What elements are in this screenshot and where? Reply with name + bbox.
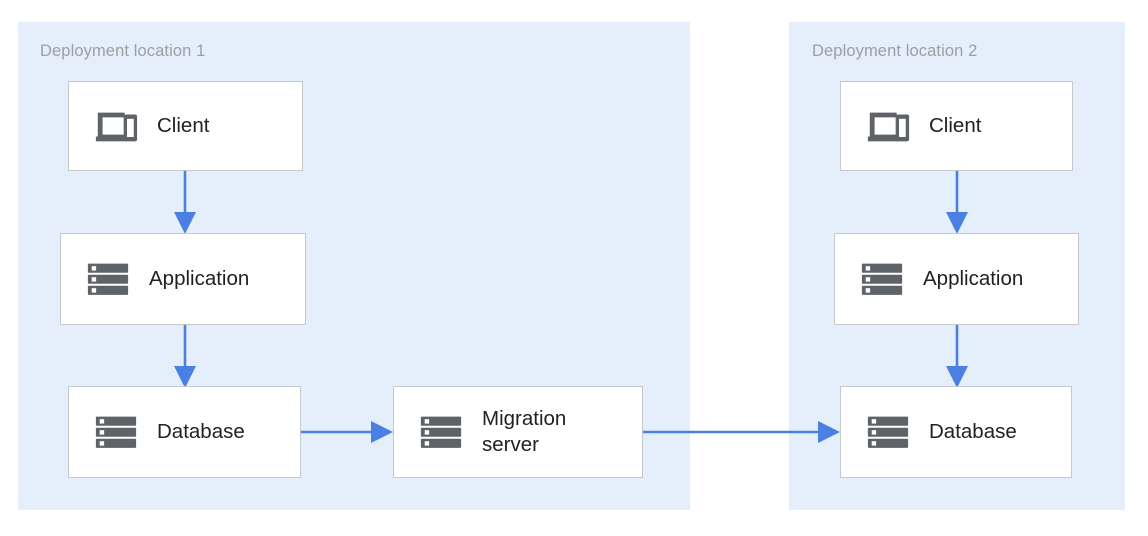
deployment-zone-2-label: Deployment location 2 <box>812 42 978 60</box>
node-client-1[interactable]: Client <box>68 81 303 171</box>
node-migration-server[interactable]: Migration server <box>393 386 643 478</box>
node-database-2-label: Database <box>929 420 1017 443</box>
server-icon <box>95 416 137 448</box>
server-icon <box>861 263 903 295</box>
node-database-1-label: Database <box>157 420 245 443</box>
connector-database-1-to-migration-server <box>298 421 393 443</box>
node-application-1-label: Application <box>149 267 250 290</box>
connector-client-2-to-application-2 <box>946 168 968 234</box>
server-icon <box>867 416 909 448</box>
node-migration-server-label: Migration server <box>482 407 567 456</box>
node-database-1[interactable]: Database <box>68 386 301 478</box>
node-application-2[interactable]: Application <box>834 233 1079 325</box>
server-icon <box>87 263 129 295</box>
node-application-1[interactable]: Application <box>60 233 306 325</box>
connector-client-1-to-application-1 <box>174 168 196 234</box>
devices-icon <box>95 112 138 142</box>
connector-migration-server-to-database-2 <box>640 421 840 443</box>
node-application-2-label: Application <box>923 267 1024 290</box>
node-client-2-label: Client <box>929 114 982 137</box>
devices-icon <box>867 112 910 142</box>
connector-application-1-to-database-1 <box>174 322 196 388</box>
deployment-zone-1-label: Deployment location 1 <box>40 42 206 60</box>
server-icon <box>420 416 462 448</box>
connector-application-2-to-database-2 <box>946 322 968 388</box>
node-client-1-label: Client <box>157 114 210 137</box>
node-database-2[interactable]: Database <box>840 386 1072 478</box>
node-client-2[interactable]: Client <box>840 81 1073 171</box>
